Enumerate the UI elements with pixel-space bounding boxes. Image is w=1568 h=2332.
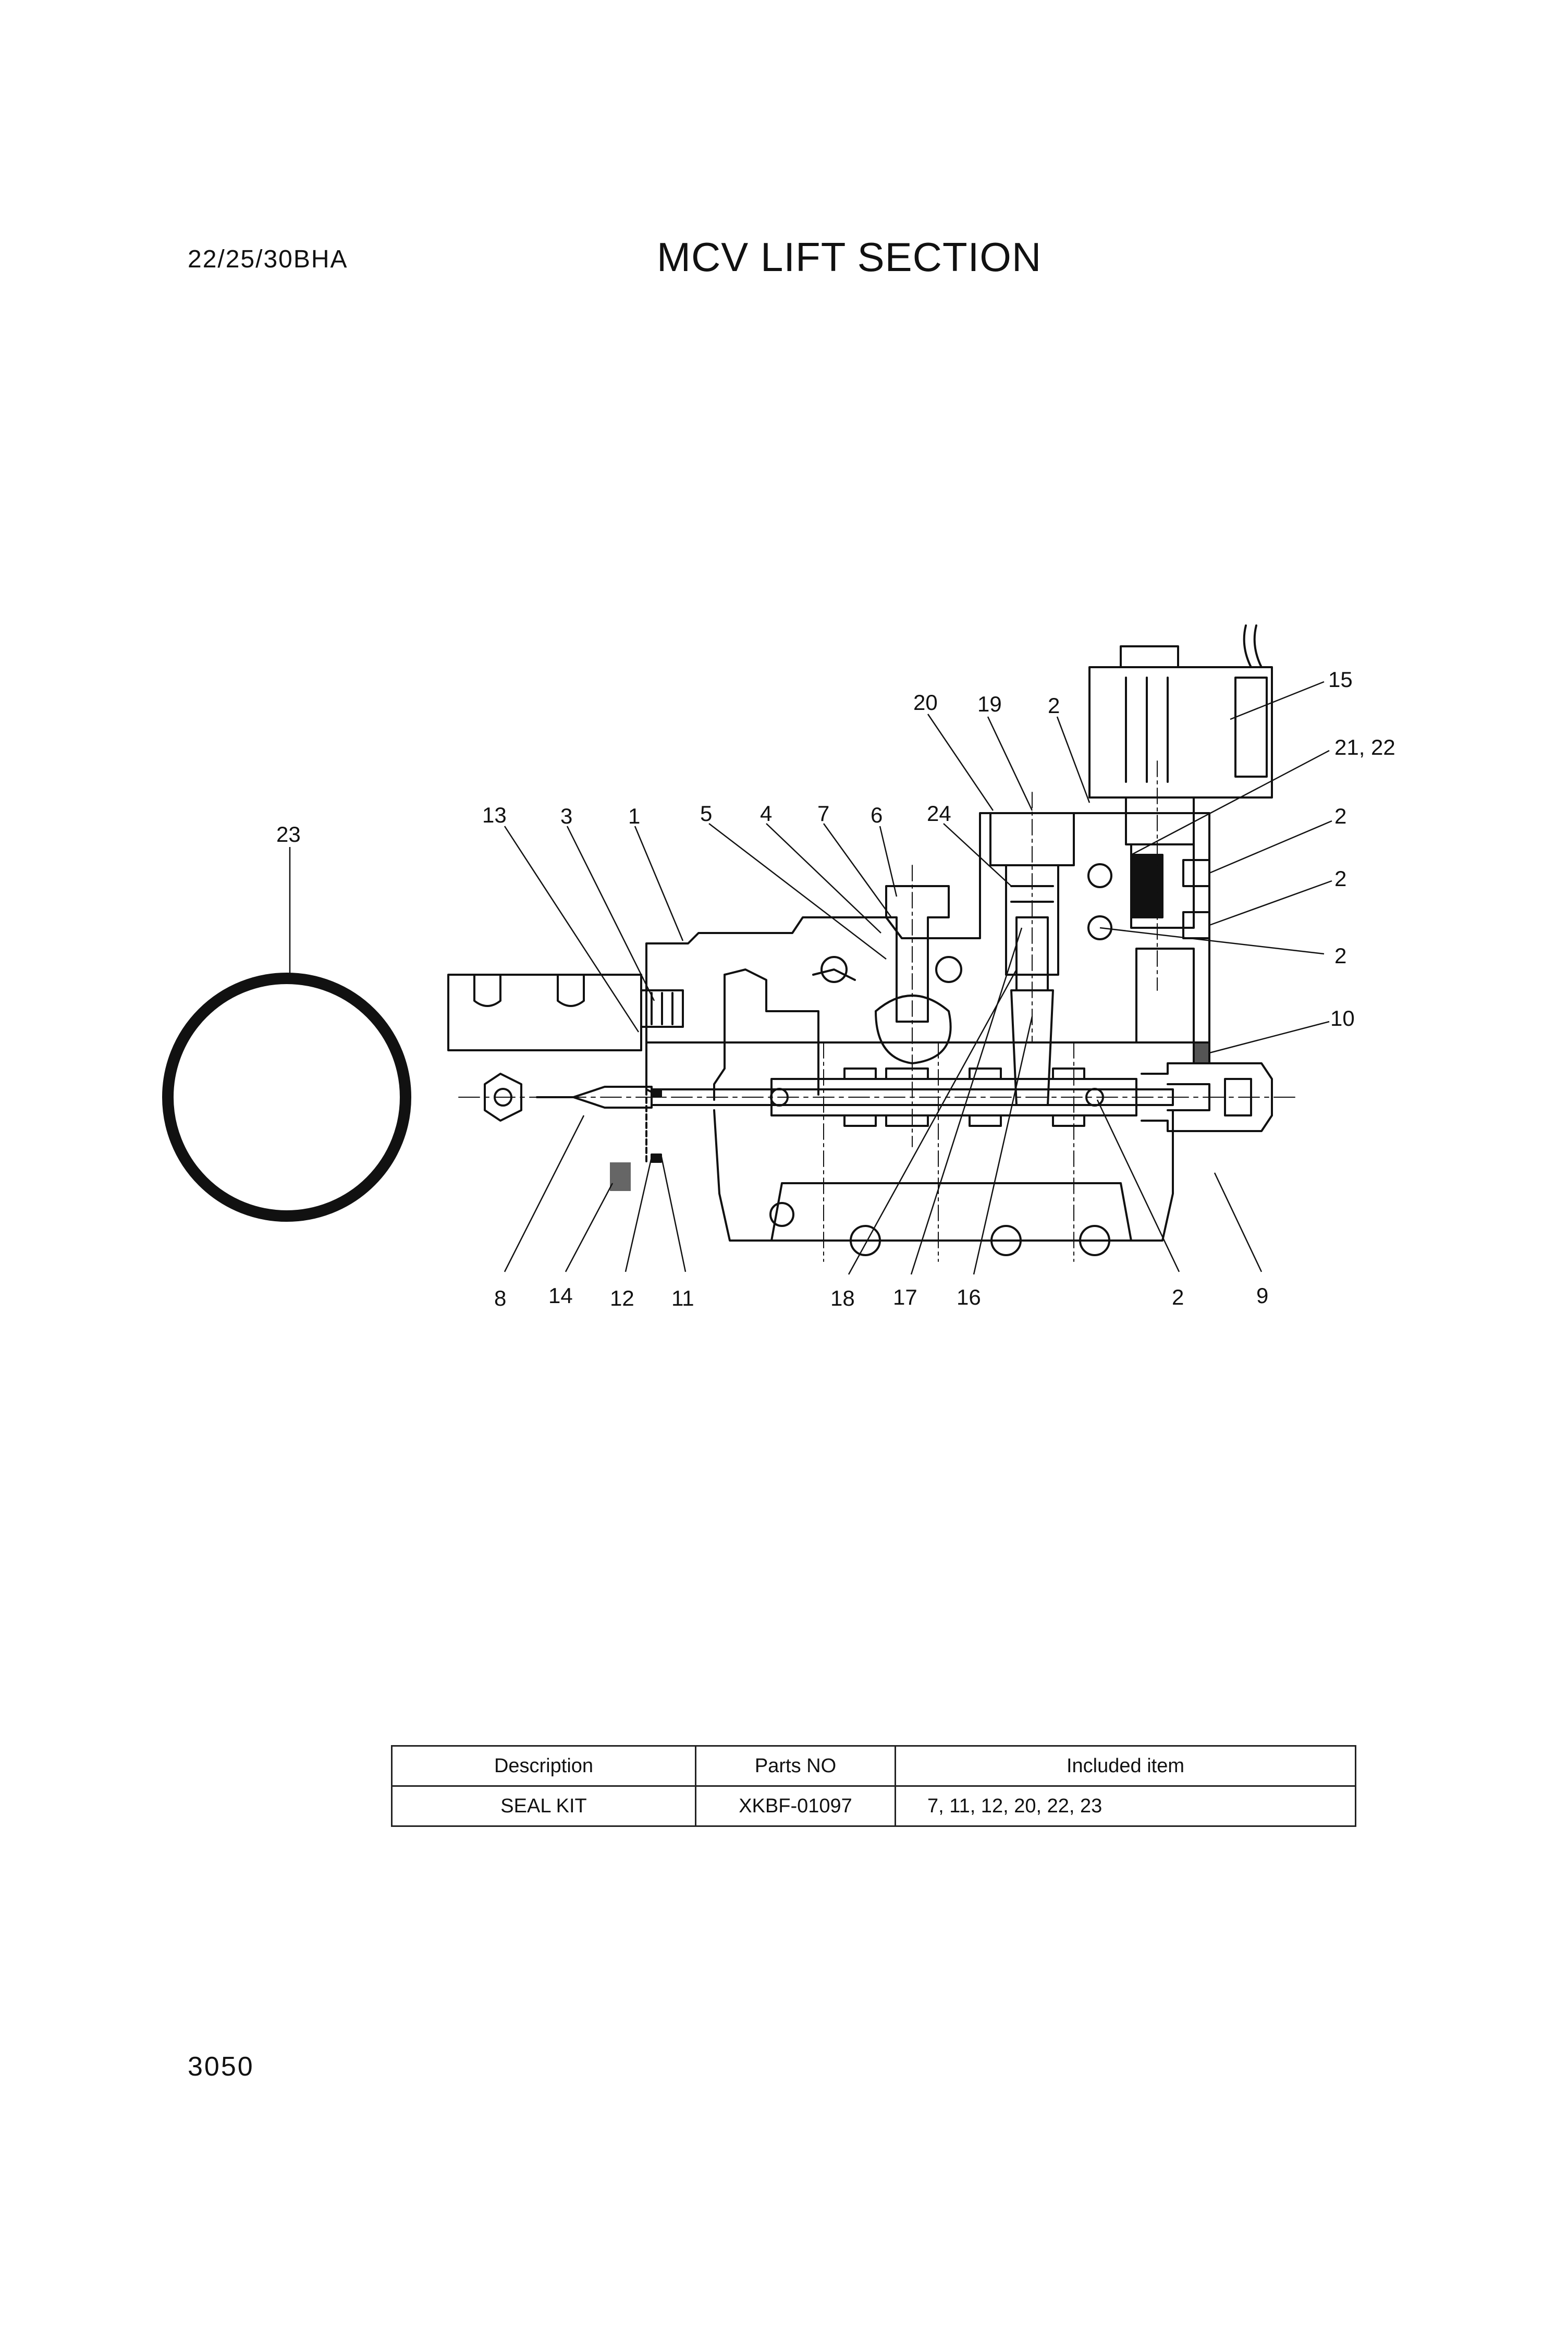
- poppet-24: [989, 812, 1075, 866]
- callout-24: 24: [927, 801, 951, 826]
- callout-5: 5: [700, 801, 712, 826]
- callout-10: 10: [1330, 1006, 1355, 1030]
- page-title: MCV LIFT SECTION: [657, 234, 1042, 280]
- end-cap-9: [1141, 1062, 1273, 1132]
- plug-14: [610, 1162, 631, 1191]
- callout-2-lower-right: 2: [1334, 943, 1346, 968]
- page-number: 3050: [188, 2052, 254, 2082]
- callout-13: 13: [482, 803, 507, 827]
- o-ring-23: [162, 973, 411, 1222]
- callout-7: 7: [817, 801, 829, 826]
- cell-parts-no: XKBF-01097: [695, 1785, 896, 1827]
- callout-2-top: 2: [1048, 693, 1060, 718]
- seal-kit-table: Description Parts NO Included item SEAL …: [391, 1745, 1356, 1827]
- callout-16: 16: [957, 1285, 981, 1309]
- callout-11: 11: [671, 1286, 694, 1310]
- callout-21-22: 21, 22: [1334, 735, 1395, 759]
- column-header-included-item: Included item: [895, 1745, 1356, 1787]
- callout-2-upper-right: 2: [1334, 804, 1346, 828]
- table-header-row: Description Parts NO Included item: [391, 1745, 1356, 1787]
- cell-description: SEAL KIT: [391, 1785, 696, 1827]
- callout-2-mid-right: 2: [1334, 866, 1346, 891]
- callout-1: 1: [628, 804, 640, 828]
- callout-17: 17: [893, 1285, 917, 1309]
- callout-18: 18: [830, 1286, 855, 1310]
- callout-15: 15: [1328, 667, 1353, 692]
- model-code: 22/25/30BHA: [188, 246, 348, 273]
- callout-2-bottom: 2: [1172, 1285, 1184, 1309]
- seal-10: [1193, 1041, 1210, 1064]
- callout-8: 8: [494, 1286, 506, 1310]
- callout-4: 4: [760, 801, 772, 826]
- callout-20: 20: [913, 690, 938, 715]
- column-header-description: Description: [391, 1745, 696, 1787]
- left-bracket: [447, 974, 642, 1051]
- callout-14: 14: [548, 1283, 573, 1308]
- cell-included-item: 7, 11, 12, 20, 22, 23: [895, 1785, 1356, 1827]
- callout-3: 3: [560, 804, 572, 828]
- callout-19: 19: [977, 692, 1002, 716]
- table-row: SEAL KIT XKBF-01097 7, 11, 12, 20, 22, 2…: [391, 1785, 1356, 1827]
- callout-12: 12: [610, 1286, 634, 1310]
- callout-23: 23: [276, 822, 301, 846]
- check-valve-6: [885, 885, 950, 1023]
- solenoid-15: [1088, 666, 1273, 799]
- callout-9: 9: [1256, 1283, 1268, 1308]
- callout-6: 6: [871, 803, 883, 827]
- column-header-parts-no: Parts NO: [695, 1745, 896, 1787]
